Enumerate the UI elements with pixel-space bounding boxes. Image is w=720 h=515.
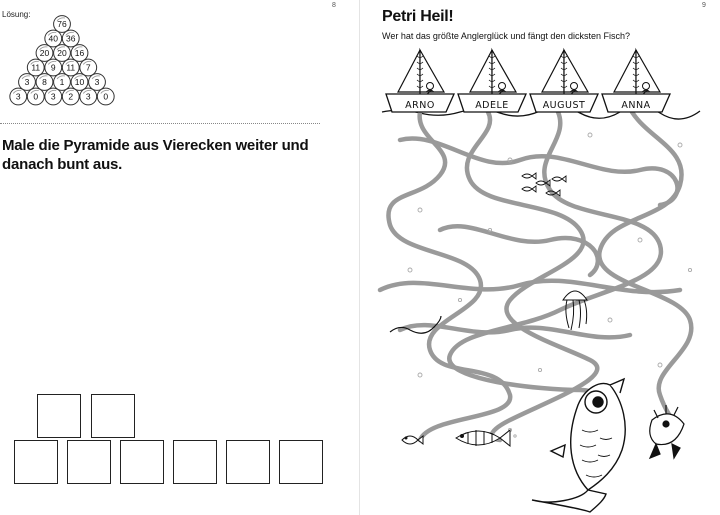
solution-label: Lösung:	[2, 10, 31, 19]
pyramid-cell: 3	[88, 73, 106, 91]
pyramid-cell: 11	[26, 58, 45, 77]
boat: AUGUST	[529, 47, 600, 113]
drawing-square	[91, 394, 135, 438]
drawing-square	[67, 440, 111, 484]
spiky-fish	[648, 405, 685, 460]
bubbles	[407, 132, 693, 438]
boat-name: ADELE	[475, 100, 509, 111]
pyramid-cell: 3	[18, 73, 36, 91]
boat-name: AUGUST	[543, 100, 586, 111]
tiny-fish	[401, 434, 424, 446]
pyramid-number: 11	[66, 63, 75, 73]
pyramid-number: 76	[57, 19, 67, 29]
pyramid-cell: 36	[61, 29, 80, 48]
pyramid-cell: 40	[44, 29, 63, 48]
maze-question: Wer hat das größte Anglerglück und fängt…	[382, 31, 630, 41]
pyramid-number: 3	[95, 77, 100, 87]
pyramid-cell: 1	[53, 73, 71, 91]
eel	[389, 315, 442, 334]
pyramid-number: 40	[49, 34, 59, 44]
page-number-right: 9	[702, 2, 706, 9]
pyramid-number: 3	[16, 92, 21, 102]
drawing-square	[37, 394, 81, 438]
dotted-separator	[0, 123, 320, 124]
pyramid-cell: 3	[44, 87, 63, 106]
pyramid-number: 20	[40, 48, 50, 58]
pyramid-number: 11	[31, 63, 40, 73]
boat: ARNO	[385, 47, 456, 113]
boat-name: ANNA	[621, 100, 650, 111]
page-title: Petri Heil!	[382, 8, 454, 25]
pyramid-cell: 3	[79, 87, 98, 106]
pyramid-cell: 11	[61, 58, 80, 77]
pyramid-cell: 0	[26, 87, 45, 106]
boat-name: ARNO	[405, 100, 435, 111]
pyramid-cell: 0	[96, 87, 115, 106]
pyramid-number: 3	[25, 77, 30, 87]
boats: ARNO ADELE AUGUST ANNA	[385, 47, 672, 113]
striped-fish	[455, 428, 511, 448]
fishing-line-anna	[597, 109, 694, 423]
pyramid-cell: 16	[70, 44, 89, 62]
right-page: 9 ARNO ADELE AUGUST ANNA	[360, 0, 720, 515]
pyramid-number: 8	[42, 77, 47, 87]
pyramid-cell: 8	[35, 73, 54, 91]
pyramid-number: 2	[68, 92, 73, 102]
pyramid-number: 10	[75, 77, 85, 87]
big-fish	[531, 377, 626, 513]
pyramid-cell: 9	[44, 58, 63, 77]
boat: ADELE	[457, 47, 528, 113]
maze-illustration: ARNO ADELE AUGUST ANNA	[377, 47, 701, 513]
drawing-square	[120, 440, 164, 484]
pyramid-cell: 3	[9, 87, 28, 106]
pyramid-cell: 7	[79, 58, 98, 77]
fishing-lines	[377, 109, 694, 443]
page-number-left: 8	[332, 2, 336, 9]
fishing-line-adele	[464, 109, 600, 443]
drawing-square	[173, 440, 217, 484]
pyramid-number: 36	[66, 34, 76, 44]
fish-school	[521, 172, 567, 197]
pyramid-cell: 20	[35, 44, 54, 62]
pyramid-number: 0	[33, 92, 38, 102]
pyramid-cell: 20	[53, 44, 71, 62]
pyramid-number: 7	[86, 63, 91, 73]
boat: ANNA	[601, 47, 672, 113]
pyramid-number: 9	[51, 63, 56, 73]
pyramid-number: 20	[57, 48, 67, 58]
pyramid-cell: 76	[53, 15, 71, 33]
pyramid-number: 3	[86, 92, 91, 102]
pyramid-number: 0	[103, 92, 108, 102]
pyramid-cell: 10	[70, 73, 89, 91]
pyramid-number: 16	[75, 48, 85, 58]
pyramid-cell: 2	[61, 87, 80, 106]
drawing-square	[14, 440, 58, 484]
page-gutter	[359, 0, 360, 515]
pyramid-number: 1	[60, 77, 65, 87]
fishing-line-august	[447, 109, 664, 413]
fishing-line-arno	[386, 109, 513, 443]
instruction-text: Male die Pyramide aus Vierecken weiter u…	[2, 137, 309, 173]
drawing-square	[279, 440, 323, 484]
jellyfish	[562, 290, 588, 331]
drawing-square	[226, 440, 270, 484]
pyramid-number: 3	[51, 92, 56, 102]
